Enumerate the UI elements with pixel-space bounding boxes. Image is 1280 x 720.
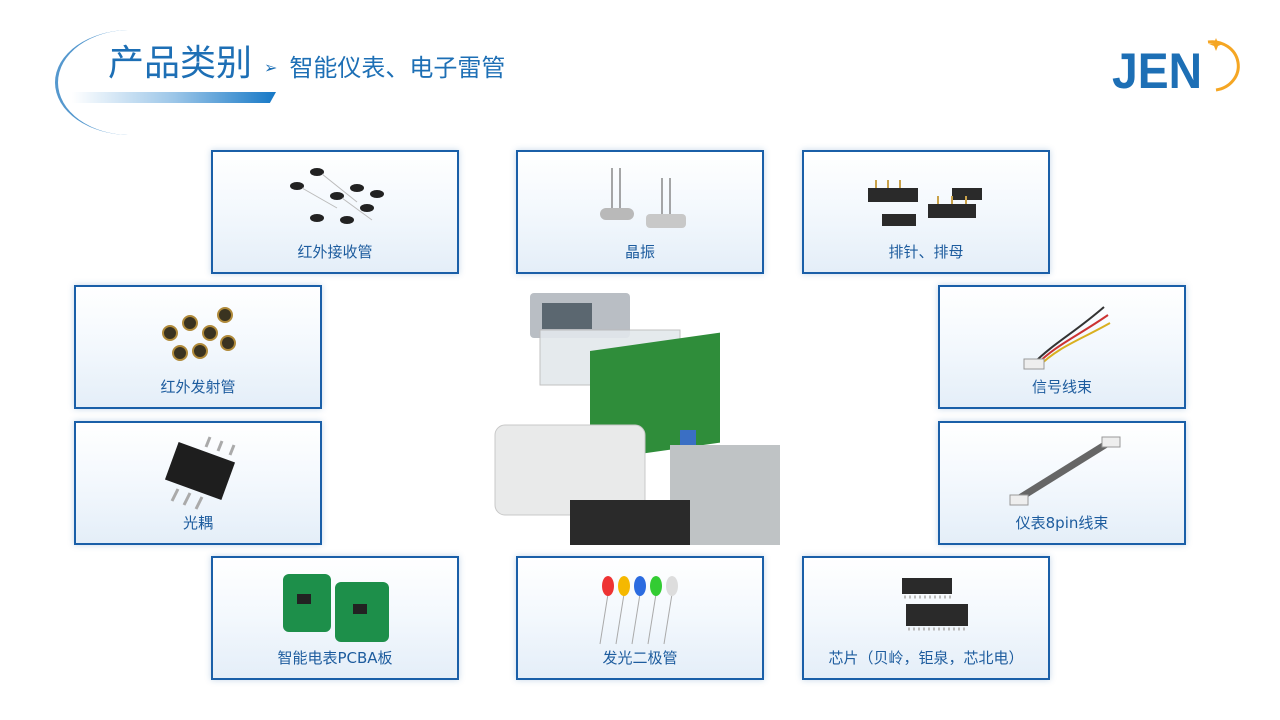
title-underline-bar [72, 92, 276, 103]
product-label: 仪表8pin线束 [1015, 514, 1109, 532]
page-subtitle: 智能仪表、电子雷管 [289, 54, 506, 82]
crystal-icon [600, 168, 686, 228]
product-card-8pin-harness[interactable]: 仪表8pin线束 [938, 421, 1186, 545]
product-card-crystal[interactable]: 晶振 [516, 150, 764, 274]
product-card-signal-harness[interactable]: 信号线束 [938, 285, 1186, 409]
chip-icon [902, 578, 968, 631]
ir-emitter-icon [162, 307, 236, 361]
product-card-chip[interactable]: 芯片（贝岭，钜泉，芯北电） [802, 556, 1050, 680]
product-label: 排针、排母 [888, 243, 964, 261]
product-card-pcba[interactable]: 智能电表PCBA板 [211, 556, 459, 680]
arrow-icon: ➢ [264, 58, 278, 77]
page-title: 产品类别 [108, 43, 253, 84]
product-card-led[interactable]: 发光二极管 [516, 556, 764, 680]
product-label: 红外接收管 [297, 243, 373, 261]
ir-receiver-icon [290, 168, 384, 224]
decorative-arc [55, 30, 205, 135]
product-card-pin-header[interactable]: 排针、排母 [802, 150, 1050, 274]
smart-meter-exploded-image [494, 293, 780, 545]
pcba-icon [283, 574, 389, 642]
product-card-optocoupler[interactable]: 光耦 [74, 421, 322, 545]
optocoupler-icon [164, 436, 236, 510]
product-label: 红外发射管 [160, 378, 236, 396]
product-label: 芯片（贝岭，钜泉，芯北电） [828, 649, 1024, 667]
product-label: 光耦 [182, 514, 213, 532]
product-label: 发光二极管 [602, 649, 678, 667]
product-label: 晶振 [624, 243, 655, 261]
jen-logo: JEN [1112, 38, 1240, 94]
product-card-ir-emitter[interactable]: 红外发射管 [74, 285, 322, 409]
8pin-harness-icon [1009, 436, 1121, 506]
product-label: 信号线束 [1031, 378, 1092, 396]
pin-header-icon [868, 180, 982, 226]
product-label: 智能电表PCBA板 [277, 649, 393, 667]
product-card-ir-receiver[interactable]: 红外接收管 [211, 150, 459, 274]
signal-harness-icon [1023, 306, 1111, 370]
star-icon [1209, 38, 1223, 51]
led-icon [599, 576, 678, 645]
logo-text: JEN [1112, 43, 1202, 94]
header-row: 产品类别 ➢ 智能仪表、电子雷管 [108, 42, 505, 86]
